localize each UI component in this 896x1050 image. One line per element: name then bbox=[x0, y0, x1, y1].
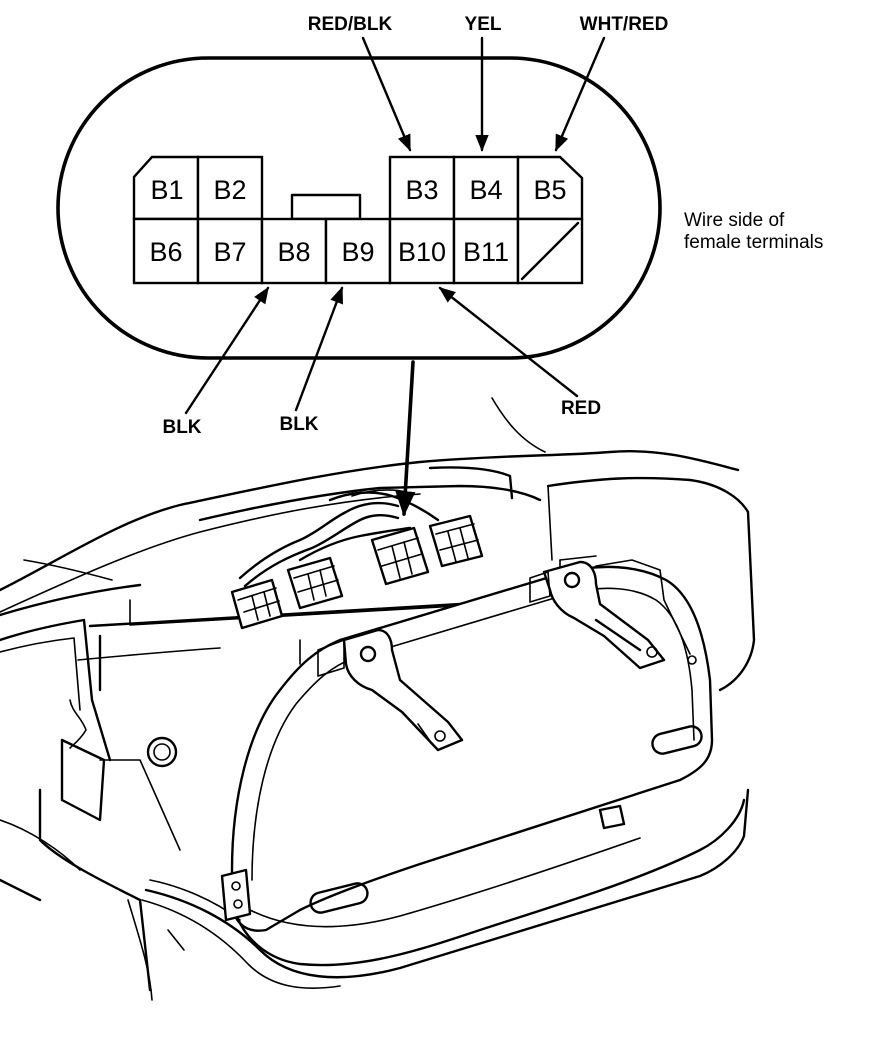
terminal-cell-b7 bbox=[196, 217, 264, 285]
wire-label-b5: WHT/RED bbox=[580, 14, 669, 35]
wire-labels: RED/BLK YEL WHT/RED BLK BLK RED bbox=[162, 14, 669, 517]
terminal-label-b9: B9 bbox=[341, 237, 374, 267]
gauge-bracket-left bbox=[317, 628, 464, 752]
terminal-cell-b10 bbox=[388, 217, 456, 285]
terminal-cell-b9 bbox=[324, 217, 392, 285]
harness-connector-3 bbox=[370, 526, 430, 586]
view-note-line1: Wire side of bbox=[684, 210, 785, 231]
terminal-label-b5: B5 bbox=[533, 175, 566, 205]
terminal-label-b10: B10 bbox=[398, 237, 446, 267]
terminal-cell-b5 bbox=[516, 155, 584, 221]
leader-b3 bbox=[361, 36, 412, 152]
leader-b5 bbox=[554, 36, 606, 152]
terminal-label-b3: B3 bbox=[405, 175, 438, 205]
callout-leader bbox=[395, 360, 416, 517]
empty-cavity-slash bbox=[520, 221, 580, 281]
wire-label-b8: BLK bbox=[162, 417, 201, 438]
gauge-bracket-right bbox=[529, 559, 697, 670]
connector-outline bbox=[56, 56, 662, 360]
leader-b8 bbox=[184, 286, 270, 415]
leader-b9 bbox=[294, 286, 344, 412]
connector-lock-tab bbox=[290, 193, 362, 221]
wire-label-b3: RED/BLK bbox=[308, 14, 393, 35]
harness-connector-2 bbox=[286, 556, 344, 610]
gauge-housing bbox=[141, 565, 750, 989]
terminal-label-b6: B6 bbox=[149, 237, 182, 267]
harness-connector-4 bbox=[428, 514, 484, 568]
terminal-label-b11: B11 bbox=[463, 237, 509, 267]
connector-callout: B1 B2 B3 B4 B5 B6 B7 B8 B9 B10 B11 Wire … bbox=[56, 56, 823, 360]
leader-b10 bbox=[438, 286, 579, 398]
terminal-label-b1: B1 bbox=[150, 175, 183, 205]
view-note-line2: female terminals bbox=[684, 232, 823, 253]
terminal-label-b8: B8 bbox=[277, 237, 310, 267]
harness-connector-1 bbox=[230, 578, 284, 630]
terminal-cell-b2 bbox=[196, 155, 264, 221]
terminal-cell-b8 bbox=[260, 217, 328, 285]
wire-label-b4: YEL bbox=[465, 14, 502, 35]
dashboard-illustration bbox=[0, 397, 756, 1001]
terminal-label-b2: B2 bbox=[213, 175, 246, 205]
wire-label-b9: BLK bbox=[279, 414, 318, 435]
terminal-cell-b4 bbox=[452, 155, 520, 221]
wire-label-b10: RED bbox=[561, 398, 601, 419]
terminal-label-b7: B7 bbox=[213, 237, 246, 267]
terminal-label-b4: B4 bbox=[469, 175, 502, 205]
